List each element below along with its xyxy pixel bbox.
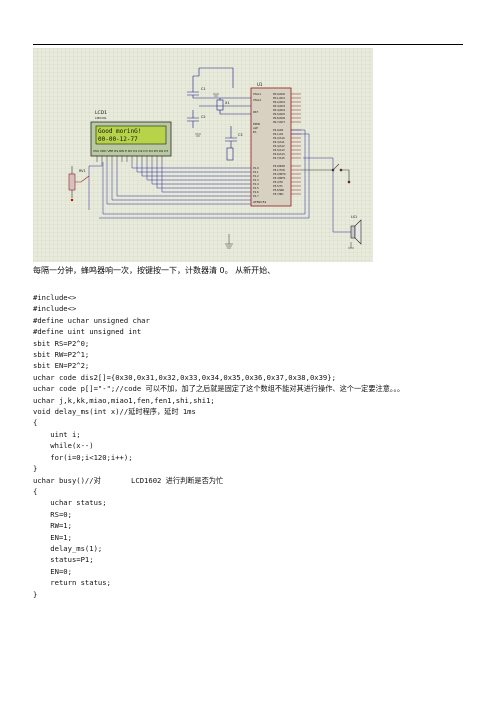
cap-c3-label: C3 — [238, 133, 243, 137]
code-line: while(x--) — [33, 441, 94, 451]
mcu-pin-label: P2.2/A10 — [273, 136, 285, 140]
code-line: return status; — [33, 578, 111, 588]
buzzer-speaker: LS1 — [303, 157, 362, 249]
mcu-pin-label: P1.2 — [253, 174, 259, 178]
mcu-pin-label: P2.4/A12 — [273, 144, 285, 148]
code-line: #define uint unsigned int — [33, 327, 142, 337]
mcu-pin-label: P1.7 — [253, 194, 259, 198]
cap-c1-label: C1 — [201, 87, 206, 91]
code-line: { — [33, 418, 38, 428]
mcu-pin-label: P3.4/T0 — [273, 180, 283, 184]
potentiometer: RV1 — [68, 166, 90, 202]
mcu-pin-label: ALE — [253, 126, 258, 130]
mcu-pin-label: P0.0/AD0 — [273, 92, 285, 96]
code-line: uchar j,k,kk,miao,miao1,fen,fen1,shi,shi… — [33, 395, 215, 405]
mcu-pin-label: P3.1/TXD — [273, 168, 285, 172]
mcu-pin-label: P0.1/AD1 — [273, 96, 285, 100]
code-line: } — [33, 464, 38, 474]
data-bus-wires — [88, 129, 310, 219]
lcd-ref: LCD1 — [95, 110, 107, 116]
mcu-pin-label: P0.3/AD3 — [273, 104, 285, 108]
oscillator-section — [187, 67, 251, 148]
mcu-pin-label: P2.6/A14 — [273, 152, 285, 156]
mcu-pin-label: XTAL1 — [253, 92, 261, 96]
code-listing: #include<>#include<>#define uchar unsign… — [33, 292, 473, 600]
mcu-pin-label: P1.0 — [253, 166, 259, 170]
mcu-pin-label: P2.5/A13 — [273, 148, 285, 152]
ground-symbol — [225, 234, 233, 249]
code-line: for(i=0;i<120;i++); — [33, 452, 133, 462]
mcu-pin-label: RST — [253, 110, 258, 114]
mcu-pin-label: P0.4/AD4 — [273, 108, 285, 112]
mcu-pin-label: P3.5/T1 — [273, 184, 283, 188]
code-line: { — [33, 486, 38, 496]
code-line: uchar code dis2[]={0x30,0x31,0x32,0x33,0… — [33, 372, 336, 382]
code-line: #include<> — [33, 293, 77, 302]
mcu-pin-label: P1.4 — [253, 182, 259, 186]
lcd-display-line-2: 00-00-12-77 — [98, 136, 138, 143]
mcu-pin-label: P2.1/A9 — [273, 132, 283, 136]
mcu-pin-label: P2.7/A15 — [273, 156, 285, 160]
lcd-module: Good morinG! 00-00-12-77 LCD1 LM016L VSS… — [90, 110, 172, 162]
mcu-pin-label: P1.5 — [253, 186, 259, 190]
mcu-pin-label: EA — [253, 130, 257, 134]
code-line: RW=1; — [33, 521, 72, 531]
lcd-display-line-1: Good morinG! — [98, 128, 141, 135]
mcu-pin-label: P3.6/WR — [273, 188, 284, 192]
mcu-pin-label: P3.3/INT1 — [273, 176, 286, 180]
mcu-pin-label: P0.2/AD2 — [273, 100, 285, 104]
code-line: } — [33, 589, 38, 599]
code-line: uchar busy()//对 LCD1602 进行判断是否为忙 — [33, 475, 224, 485]
code-line: uchar status; — [33, 498, 107, 508]
code-line: status=P1; — [33, 555, 94, 565]
lcd-pin-labels: VSS VDD VEE RS RW E D0 D1 D2 D3 D4 D5 D6… — [93, 149, 168, 153]
crystal-label: X1 — [225, 101, 229, 105]
cap-c2-label: C2 — [201, 115, 206, 119]
mcu-pin-label: P0.6/AD6 — [273, 116, 285, 120]
mcu-pin-label: PSEN — [253, 122, 260, 126]
code-line: sbit EN=P2^2; — [33, 361, 90, 371]
code-line: RS=0; — [33, 509, 72, 519]
code-line: uint i; — [33, 429, 81, 439]
code-line: EN=1; — [33, 532, 72, 542]
mcu-pin-label: P1.3 — [253, 178, 259, 182]
code-line: delay_ms(1); — [33, 543, 103, 553]
document-body: 每隔一分钟，蜂鸣器响一次，按键按一下，计数器清 0。 从新开始、 #includ… — [33, 264, 473, 600]
pot-label: RV1 — [79, 169, 86, 173]
mcu-pin-label: P3.7/RD — [273, 192, 283, 196]
code-line: void delay_ms(int x)//延时程序，延时 1ms — [33, 407, 196, 417]
mcu-pin-label: P1.1 — [253, 170, 259, 174]
mcu-pin-label: P0.5/AD5 — [273, 112, 285, 116]
mcu-chip: U1 AT89C51 XTAL1XTAL2RSTPSENALEEAP1.0P1.… — [250, 82, 301, 207]
mcu-pin-label: P2.0/A8 — [273, 128, 283, 132]
mcu-pin-label: P2.3/A11 — [273, 140, 285, 144]
mcu-pin-label: P3.2/INT0 — [273, 172, 286, 176]
code-line: EN=0; — [33, 566, 72, 576]
mcu-pin-label: XTAL2 — [253, 98, 261, 102]
mcu-model: AT89C51 — [253, 200, 266, 204]
intro-paragraph: 每隔一分钟，蜂鸣器响一次，按键按一下，计数器清 0。 从新开始、 — [33, 266, 276, 275]
code-line: sbit RW=P2^1; — [33, 350, 90, 360]
code-line: uchar code p[]="-";//code 可以不加，加了之后就是固定了… — [33, 384, 405, 394]
page-top-rule — [33, 44, 463, 45]
mcu-pin-label: P1.6 — [253, 190, 259, 194]
mcu-ref: U1 — [257, 82, 263, 87]
lcd-model: LM016L — [95, 116, 107, 120]
mcu-pin-label: P3.0/RXD — [273, 164, 285, 168]
mcu-pin-label: P0.7/AD7 — [273, 120, 285, 124]
circuit-schematic: Good morinG! 00-00-12-77 LCD1 LM016L VSS… — [33, 48, 373, 262]
code-line: sbit RS=P2^0; — [33, 338, 90, 348]
code-line: #include<> — [33, 304, 77, 314]
speaker-label: LS1 — [351, 215, 357, 219]
code-line: #define uchar unsigned char — [33, 315, 150, 325]
